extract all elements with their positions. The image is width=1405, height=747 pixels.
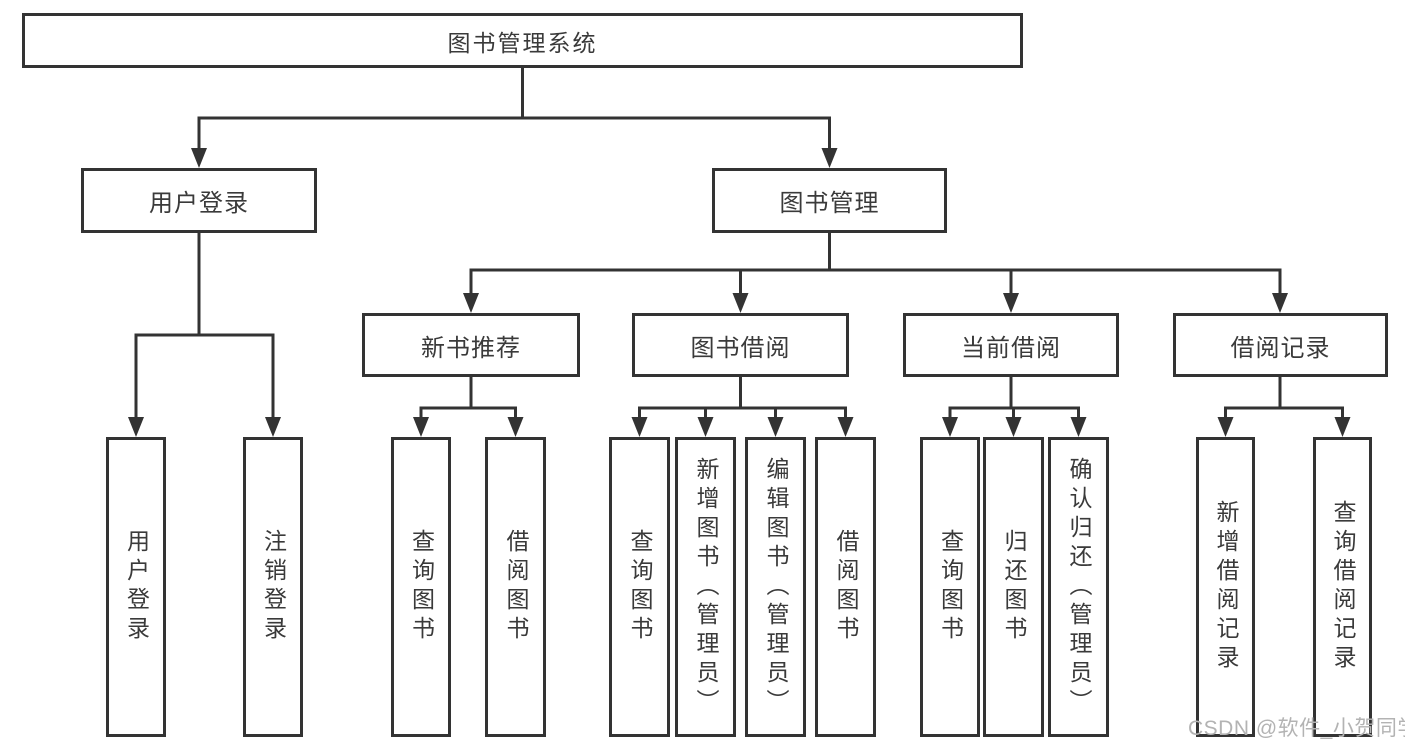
arrowhead-down-icon [128,417,144,437]
arrowhead-down-icon [631,417,648,437]
leaf-user-login: 用户登录 [106,437,166,737]
node-book-borrowing: 图书借阅 [632,313,849,377]
arrowhead-down-icon [1217,417,1234,437]
arrowhead-down-icon [191,148,207,168]
leaf-return-books: 归还图书 [983,437,1044,737]
arrowhead-down-icon [413,417,429,437]
leaf-add-borrow-record: 新增借阅记录 [1196,437,1255,737]
arrowhead-down-icon [1003,293,1019,313]
arrowhead-down-icon [942,417,958,437]
leaf-query-books: 查询图书 [920,437,980,737]
arrowhead-down-icon [1272,293,1288,313]
arrowhead-down-icon [821,148,838,168]
arrowhead-down-icon [1005,417,1022,437]
node-new-book-recommendation: 新书推荐 [362,313,580,377]
node-book-management: 图书管理 [712,168,947,233]
leaf-logout: 注销登录 [243,437,303,737]
arrowhead-down-icon [463,293,479,313]
leaf-query-borrow-record: 查询借阅记录 [1313,437,1372,737]
node-borrowing-records: 借阅记录 [1173,313,1388,377]
leaf-query-books: 查询图书 [391,437,451,737]
node-library-management-system: 图书管理系统 [22,13,1023,68]
arrowhead-down-icon [1334,417,1351,437]
arrowhead-down-icon [697,417,714,437]
arrowhead-down-icon [767,417,784,437]
arrowhead-down-icon [507,417,524,437]
node-current-borrowing: 当前借阅 [903,313,1119,377]
leaf-edit-book-admin: 编辑图书（管理员） [745,437,806,737]
leaf-borrow-books: 借阅图书 [815,437,876,737]
node-user-login: 用户登录 [81,168,317,233]
leaf-query-books: 查询图书 [609,437,670,737]
arrowhead-down-icon [837,417,854,437]
arrowhead-down-icon [1070,417,1087,437]
leaf-confirm-return-admin: 确认归还（管理员） [1048,437,1109,737]
leaf-borrow-books: 借阅图书 [485,437,546,737]
leaf-add-book-admin: 新增图书（管理员） [675,437,736,737]
arrowhead-down-icon [265,417,281,437]
arrowhead-down-icon [732,293,749,313]
csdn-watermark: CSDN @软件_小贺同学 [1188,717,1405,740]
